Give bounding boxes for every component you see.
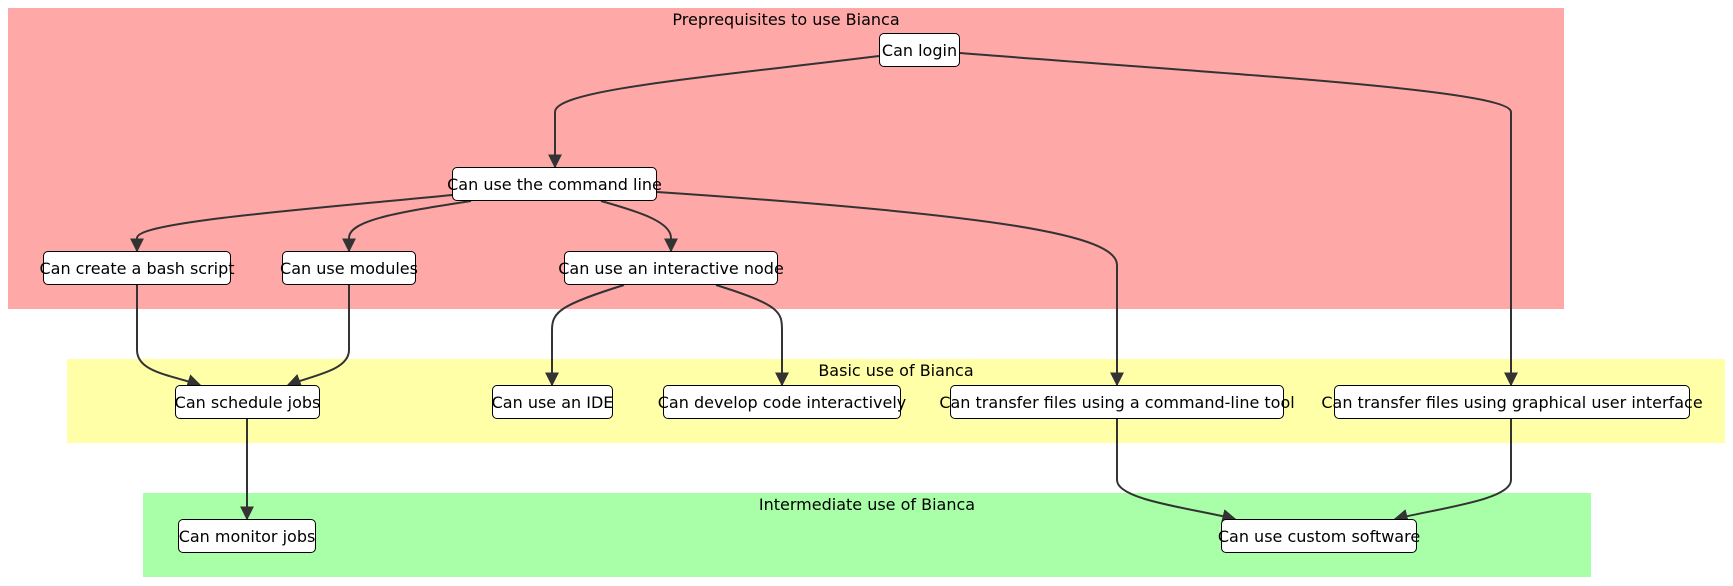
edge-transfer-gui-custom-software — [1393, 419, 1512, 523]
node-can-use-command-line[interactable]: Can use the command line — [447, 167, 662, 201]
edge-command-line-bash-script — [130, 194, 453, 253]
edge-interactive-node-develop-interactively — [715, 284, 789, 387]
node-can-use-modules[interactable]: Can use modules — [280, 251, 418, 285]
node-can-use-custom-software[interactable]: Can use custom software — [1218, 519, 1420, 553]
node-can-schedule-jobs[interactable]: Can schedule jobs — [175, 385, 320, 419]
edge-interactive-node-ide — [545, 284, 625, 387]
edge-bash-script-schedule-jobs — [136, 285, 202, 388]
edge-modules-schedule-jobs — [286, 285, 350, 388]
node-can-develop-code-interactively[interactable]: Can develop code interactively — [658, 385, 906, 419]
node-can-use-interactive-node[interactable]: Can use an interactive node — [558, 251, 784, 285]
edge-transfer-cli-custom-software — [1116, 419, 1237, 523]
cluster-basic-title: Basic use of Bianca — [818, 361, 974, 380]
edge-login-command-line — [548, 55, 880, 169]
cluster-intermediate-title: Intermediate use of Bianca — [758, 495, 976, 514]
edge-command-line-transfer-cli — [656, 191, 1124, 387]
edge-command-line-modules — [342, 200, 472, 253]
node-can-monitor-jobs[interactable]: Can monitor jobs — [178, 519, 316, 553]
node-can-use-ide[interactable]: Can use an IDE — [492, 385, 613, 419]
cluster-prerequisites-title: Preprequisites to use Bianca — [672, 10, 900, 29]
cluster-prerequisites: Preprequisites to use Bianca — [8, 8, 1564, 309]
node-can-create-bash-script[interactable]: Can create a bash script — [39, 251, 235, 285]
edge-login-transfer-gui — [959, 52, 1518, 387]
node-can-login[interactable]: Can login — [879, 33, 960, 67]
edge-command-line-interactive-node — [600, 200, 678, 253]
node-can-transfer-files-gui[interactable]: Can transfer files using graphical user … — [1321, 385, 1703, 419]
node-can-transfer-files-cli[interactable]: Can transfer files using a command-line … — [939, 385, 1295, 419]
